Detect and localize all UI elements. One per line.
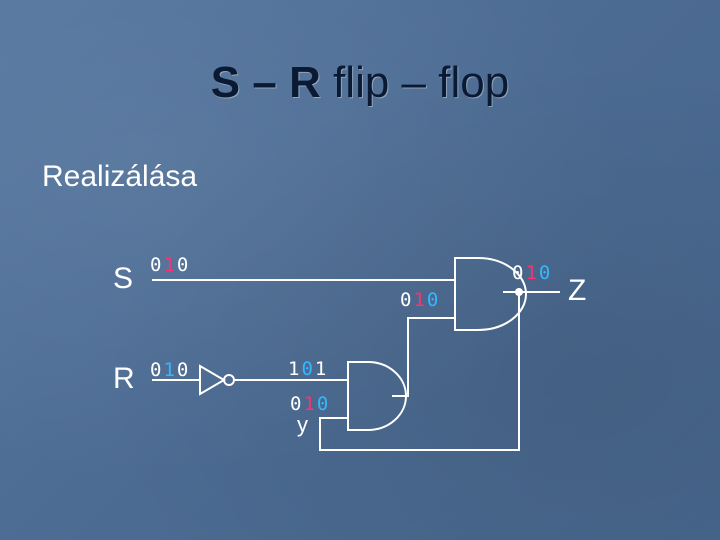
junction-dot — [515, 288, 523, 296]
and-gate-top — [454, 257, 527, 331]
label-r: R — [113, 362, 135, 395]
label-z: Z — [568, 274, 587, 307]
bits-z-out: 010 — [512, 262, 553, 284]
label-y: y — [297, 412, 308, 437]
bits-r-input: 010 — [150, 359, 191, 381]
and-gate-bottom — [347, 361, 407, 431]
feedback-wire — [319, 292, 520, 451]
bits-and2-in: 010 — [290, 393, 331, 415]
label-s: S — [113, 262, 134, 295]
bits-s-input: 010 — [150, 254, 191, 276]
bits-and1-in: 010 — [400, 289, 441, 311]
subtitle: Realizálása — [42, 160, 198, 193]
inverter — [199, 364, 226, 396]
title-bold: S – R — [210, 58, 321, 107]
title-rest: flip – flop — [320, 58, 510, 107]
slide-title: S – R flip – flop — [0, 58, 720, 108]
and2-out-wire — [392, 317, 455, 397]
bits-inverter-out: 101 — [288, 358, 329, 380]
